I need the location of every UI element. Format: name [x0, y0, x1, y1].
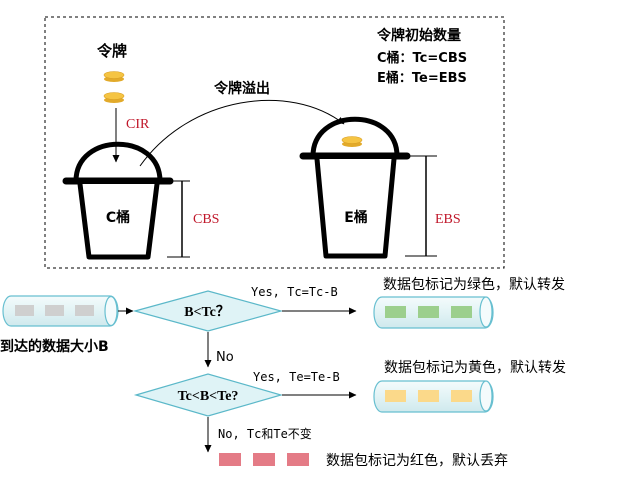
- cbs-dimension: [167, 180, 190, 258]
- bucket-frame: [44, 16, 505, 269]
- result-yellow-label: 数据包标记为黄色，默认转发: [384, 359, 566, 376]
- packet-block-yellow: [451, 390, 472, 402]
- decision2-yes-label: Yes, Te=Te-B: [253, 370, 340, 384]
- packet-block-green: [451, 306, 472, 318]
- overflow-label: 令牌溢出: [213, 80, 270, 97]
- decision1-no-label: No: [216, 350, 234, 365]
- decision2-diamond: [133, 373, 284, 417]
- packet-block-green: [385, 306, 406, 318]
- decision1-yes-label: Yes, Tc=Tc-B: [251, 285, 338, 299]
- c-bucket: [62, 141, 174, 260]
- decision1-text: B<Tc？: [184, 304, 230, 320]
- packet-block-gray: [15, 305, 34, 316]
- packet-block-red: [287, 453, 309, 466]
- overflow-arrow: [139, 99, 345, 167]
- decision2-text: Tc<B<Te?: [178, 389, 239, 404]
- packet-block-yellow: [418, 390, 439, 402]
- cir-label: CIR: [126, 117, 150, 132]
- token-coin-2: [103, 92, 125, 103]
- token-coin-1: [103, 71, 125, 82]
- tokens-label: 令牌: [97, 42, 127, 60]
- packet-block-yellow: [385, 390, 406, 402]
- cbs-label: CBS: [193, 212, 219, 227]
- packet-block-green: [418, 306, 439, 318]
- ebs-dimension: [405, 155, 437, 257]
- legend-title: 令牌初始数量: [376, 27, 461, 44]
- c-bucket-label: C桶: [106, 209, 130, 226]
- e-bucket-label: E桶: [344, 209, 368, 226]
- legend-c-line: C桶：Tc=CBS: [377, 50, 467, 66]
- ebs-label: EBS: [435, 212, 461, 227]
- legend-e-line: E桶：Te=EBS: [377, 70, 467, 86]
- arrival-label: 到达的数据大小B: [0, 338, 109, 355]
- packet-block-red: [253, 453, 275, 466]
- e-bucket: [299, 116, 411, 259]
- result-red-label: 数据包标记为红色，默认丢弃: [326, 452, 508, 469]
- overflow-token-coin: [341, 136, 363, 147]
- decision1-diamond: [132, 290, 284, 332]
- decision2-no-label: No, Tc和Te不变: [218, 426, 312, 441]
- result-green-label: 数据包标记为绿色，默认转发: [383, 276, 565, 293]
- packet-block-red: [219, 453, 241, 466]
- packet-block-gray: [75, 305, 94, 316]
- packet-block-gray: [45, 305, 64, 316]
